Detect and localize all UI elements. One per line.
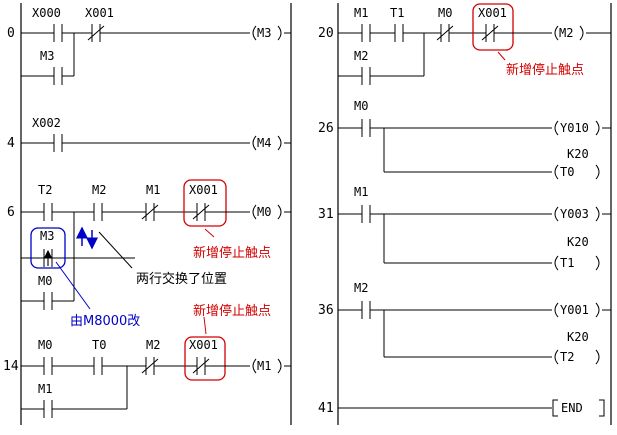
right-ladder-panel: 20 M1 T1 M0 X001 M2 M2 新增停止触点: [318, 3, 612, 425]
highlight-box: [183, 179, 227, 227]
highlight-box: [30, 227, 66, 269]
contact-label: X000: [32, 6, 61, 20]
end-instruction: END: [561, 401, 583, 415]
contact-label: T1: [390, 6, 404, 20]
leader-line: [203, 316, 207, 335]
timer-constant: K20: [567, 147, 589, 161]
contact-label: T0: [92, 338, 106, 352]
timer-constant: K20: [567, 235, 589, 249]
annotations-left: 两行交换了位置 由M8000改 新增停止触点 新增停止触点: [55, 226, 271, 335]
coil-label: M1: [257, 359, 271, 373]
step-number: 0: [7, 26, 15, 41]
swap-note: 两行交换了位置: [136, 271, 227, 287]
coil-label: T0: [560, 165, 574, 179]
coil-label: T1: [560, 256, 574, 270]
coil-label: M0: [257, 205, 271, 219]
coil-label: Y010: [560, 121, 589, 135]
new-stop-contact-note: 新增停止触点: [193, 303, 271, 319]
coil-label: M4: [257, 136, 271, 150]
rung-26: 26 M0 Y010 K20 T0: [318, 99, 611, 180]
new-stop-contact-note: 新增停止触点: [193, 245, 271, 261]
step-number: 6: [7, 205, 15, 220]
coil-label: M3: [257, 26, 271, 40]
step-number: 41: [318, 401, 334, 416]
coil-label: M2: [559, 26, 573, 40]
contact-label: X001: [189, 338, 218, 352]
coil-label: T2: [560, 350, 574, 364]
contact-label: M3: [40, 229, 54, 243]
leader-line: [497, 51, 506, 61]
contact-label: X001: [189, 183, 218, 197]
contact-label: M1: [354, 6, 368, 20]
highlight-box: [472, 3, 514, 51]
rung-36: 36 M2 Y001 K20 T2: [318, 281, 611, 365]
highlight-box: [184, 336, 226, 381]
coil-label: Y003: [560, 207, 589, 221]
contact-label: X001: [478, 6, 507, 20]
step-number: 4: [7, 136, 15, 151]
rung-31: 31 M1 Y003 K20 T1: [318, 185, 611, 271]
rung-0: 0 X000 X001 M3 M3: [7, 6, 291, 85]
contact-label: M0: [38, 274, 52, 288]
contact-label: M2: [146, 338, 160, 352]
contact-label: X001: [85, 6, 114, 20]
contact-label: M0: [38, 338, 52, 352]
contact-label: M1: [146, 183, 160, 197]
step-number: 14: [3, 359, 19, 374]
step-number: 26: [318, 121, 334, 136]
contact-label: M2: [354, 281, 368, 295]
leader-line: [55, 261, 91, 310]
step-number: 36: [318, 303, 334, 318]
leader-line: [98, 231, 133, 269]
contact-label: M2: [354, 49, 368, 63]
rung-20: 20 M1 T1 M0 X001 M2 M2 新增停止触点: [318, 3, 611, 85]
step-number: 20: [318, 26, 334, 41]
contact-label: M1: [354, 185, 368, 199]
m8000-note: 由M8000改: [70, 314, 140, 329]
contact-label: T2: [38, 183, 52, 197]
contact-label: M0: [438, 6, 452, 20]
contact-label: M2: [92, 183, 106, 197]
new-stop-contact-note: 新增停止触点: [506, 62, 584, 78]
contact-label: M1: [38, 382, 52, 396]
timer-constant: K20: [567, 330, 589, 344]
coil-label: Y001: [560, 303, 589, 317]
rung-4: 4 X002 M4: [7, 116, 291, 152]
rung-41: 41 END: [318, 399, 605, 417]
rung-14: 14 M0 T0 M2 X001 M1 M1: [3, 336, 291, 418]
step-number: 31: [318, 207, 334, 222]
leader-line: [204, 228, 215, 238]
contact-label: X002: [32, 116, 61, 130]
rung-6: 6 T2 M2 M1 X001 M0 M3: [7, 179, 291, 310]
contact-label: M0: [354, 99, 368, 113]
contact-label: M3: [40, 49, 54, 63]
left-ladder-panel: 0 X000 X001 M3 M3 4 X002 M4: [3, 3, 292, 425]
